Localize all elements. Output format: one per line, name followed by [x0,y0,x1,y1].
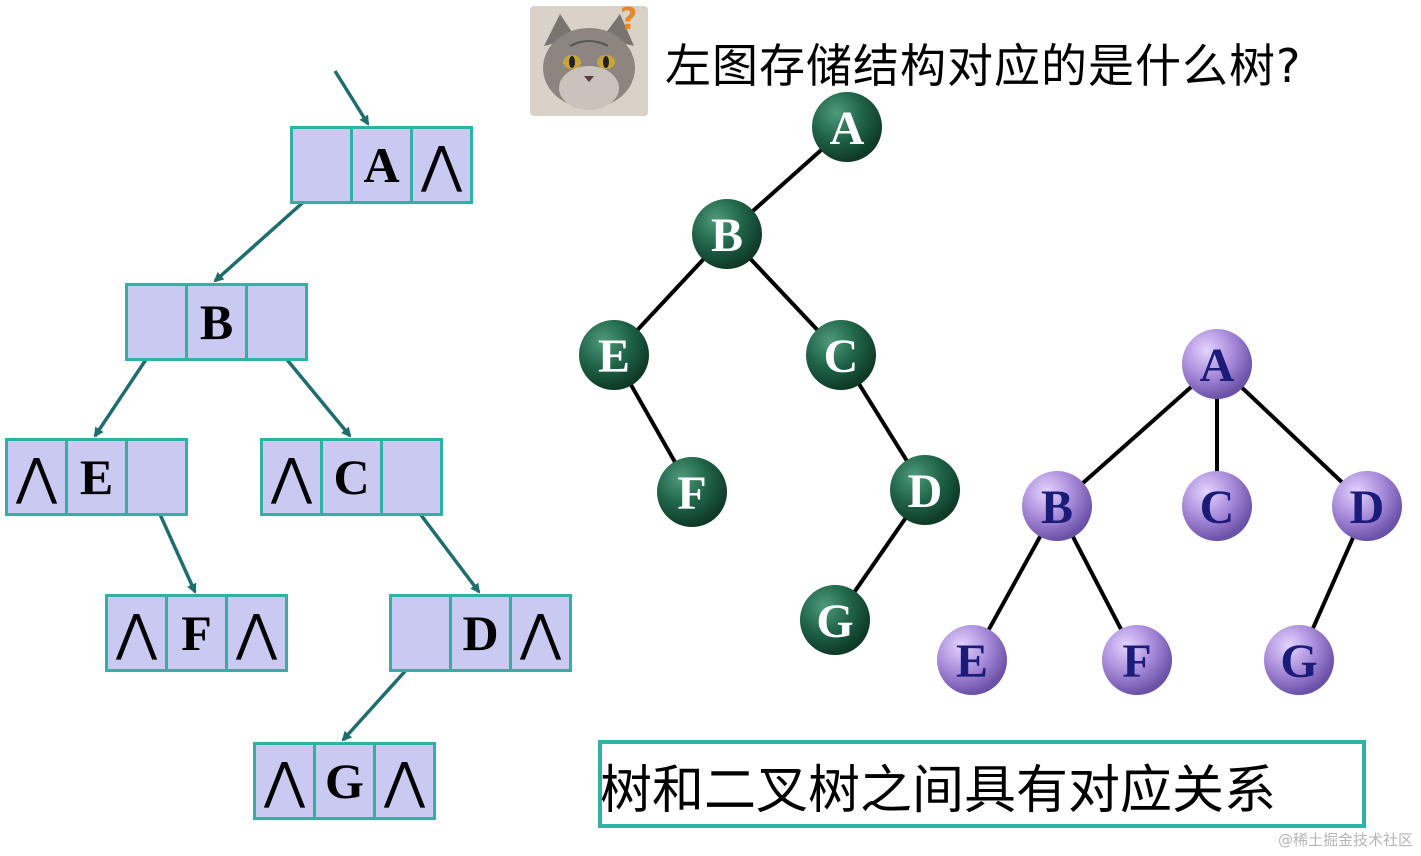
storage-cell-b-right [245,283,308,361]
general-node-a: A [1182,329,1252,399]
general-node-circle [1022,471,1092,541]
storage-cell-g-left: ⋀ [253,742,316,820]
binary-node-circle [890,455,960,525]
general-node-e: E [937,625,1007,695]
general-node-g: G [1264,625,1334,695]
general-node-label: D [1350,481,1385,534]
binary-node-label: F [677,467,706,520]
null-pointer-symbol: ⋀ [263,753,305,809]
binary-node-circle [800,585,870,655]
storage-cell-e-right [125,438,188,516]
general-node-label: F [1122,635,1151,688]
general-node-circle [1182,471,1252,541]
node-data-label: C [333,449,370,505]
general-node-label: A [1200,339,1235,392]
binary-node-g: G [800,585,870,655]
general-node-label: B [1041,481,1073,534]
storage-cell-a-right: ⋀ [410,126,473,204]
storage-cell-a-left [290,126,353,204]
binary-node-label: D [908,465,943,518]
binary-node-label: A [830,102,865,155]
general-node-circle [1264,625,1334,695]
general-node-label: G [1280,635,1317,688]
question-mark-icon: ? [620,2,638,37]
null-pointer-symbol: ⋀ [383,753,425,809]
null-pointer-symbol: ⋀ [235,605,277,661]
binary-node-circle [806,320,876,390]
storage-cell-d-left [389,594,452,672]
binary-node-label: E [598,330,630,383]
binary-node-label: G [816,595,853,648]
node-data-label: F [181,605,212,661]
node-data-label: D [462,605,499,661]
storage-cell-b-data: B [185,283,248,361]
general-node-label: E [956,635,988,688]
general-node-b: B [1022,471,1092,541]
storage-cell-c-left: ⋀ [260,438,323,516]
storage-cell-b-left [125,283,188,361]
storage-cell-g-right: ⋀ [373,742,436,820]
binary-node-c: C [806,320,876,390]
question-text: 左图存储结构对应的是什么树? [665,39,1302,93]
binary-node-e: E [579,320,649,390]
null-pointer-symbol: ⋀ [15,449,57,505]
binary-node-circle [579,320,649,390]
storage-cell-f-data: F [165,594,228,672]
general-node-circle [1332,471,1402,541]
general-node-label: C [1200,481,1235,534]
binary-node-circle [692,199,762,269]
relation-caption: 树和二叉树之间具有对应关系 [600,761,1277,821]
storage-cell-d-right: ⋀ [509,594,572,672]
binary-node-circle [812,92,882,162]
general-node-d: D [1332,471,1402,541]
storage-cell-d-data: D [449,594,512,672]
watermark: @稀土掘金技术社区 [1277,831,1413,849]
relation-caption-box [598,740,1366,828]
node-data-label: A [363,137,400,193]
storage-cell-g-data: G [313,742,376,820]
general-node-f: F [1102,625,1172,695]
storage-cell-c-right [380,438,443,516]
general-edge-a-b [1055,362,1219,508]
storage-cell-e-left: ⋀ [5,438,68,516]
general-node-circle [1182,329,1252,399]
binary-node-b: B [692,199,762,269]
binary-node-d: D [890,455,960,525]
binary-node-circle [657,457,727,527]
root-pointer-arrow [333,70,370,126]
binary-tree: A B E C F D G [579,92,960,655]
node-data-label: B [199,294,234,350]
null-pointer-symbol: ⋀ [115,605,157,661]
node-data-label: G [325,753,364,809]
binary-node-label: C [824,330,859,383]
general-node-c: C [1182,471,1252,541]
storage-cell-f-right: ⋀ [225,594,288,672]
null-pointer-symbol: ⋀ [519,605,561,661]
storage-cell-a-data: A [350,126,413,204]
storage-cell-f-left: ⋀ [105,594,168,672]
storage-cell-e-data: E [65,438,128,516]
null-pointer-symbol: ⋀ [420,137,462,193]
cat-thinking-image [530,6,648,116]
storage-cell-c-data: C [320,438,383,516]
general-node-circle [937,625,1007,695]
node-data-label: E [79,449,114,505]
general-tree: A B C D E F G [937,329,1402,695]
binary-node-f: F [657,457,727,527]
binary-node-label: B [711,209,743,262]
general-node-circle [1102,625,1172,695]
binary-node-a: A [812,92,882,162]
null-pointer-symbol: ⋀ [270,449,312,505]
